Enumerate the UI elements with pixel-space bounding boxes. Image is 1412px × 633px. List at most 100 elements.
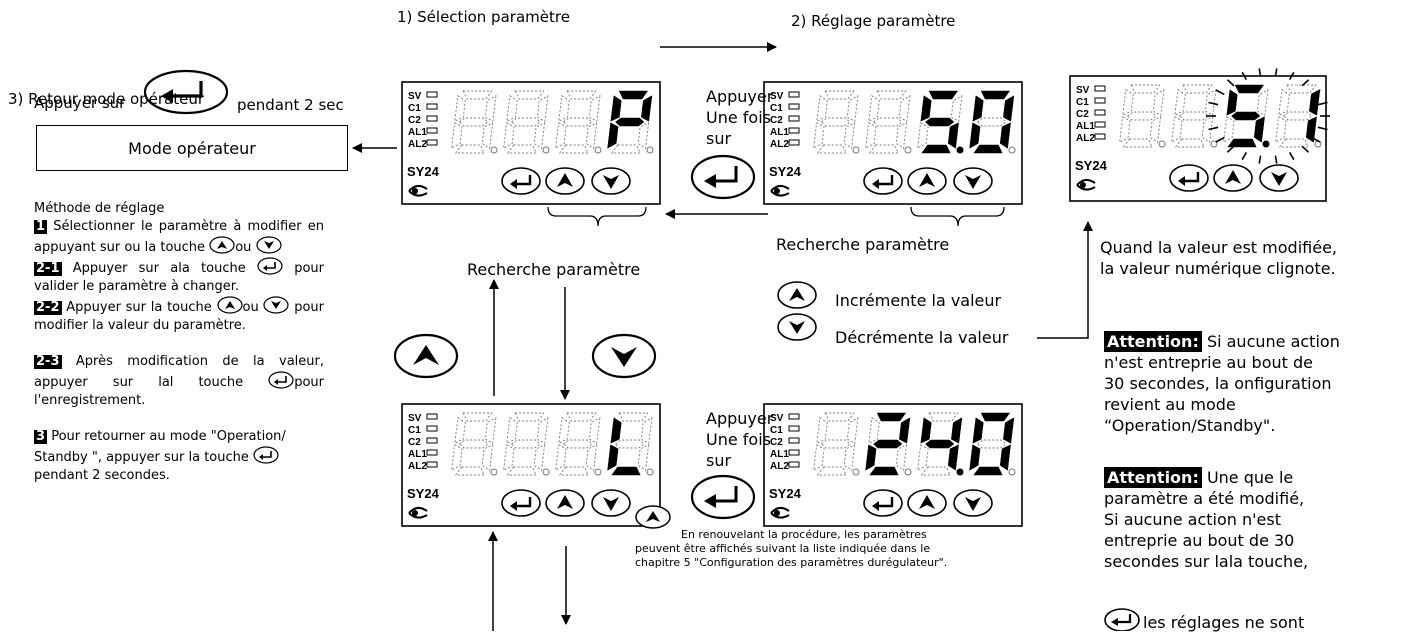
brand-logo-icon [408, 507, 428, 519]
enter-key-icon [143, 69, 229, 115]
attention2-line5: secondes sur lala touche, [1104, 552, 1309, 571]
method-step23-text-a: Après modification de la valeur, appuyer… [34, 354, 324, 390]
blink-note: Quand la valeur est modifiée, la valeur … [1100, 237, 1337, 279]
display-digit-2 [917, 90, 964, 154]
enter-key-icon [253, 446, 279, 464]
display-digit-0 [813, 90, 860, 154]
brand-logo-icon [770, 185, 790, 197]
led-indicator [788, 103, 800, 110]
press-once-top: Appuyer Une fois sur [706, 86, 773, 149]
attention1-line2: n'est entreprie au bout de [1104, 353, 1313, 372]
attention1-line5: “Operation/Standby". [1104, 416, 1276, 435]
method-step21-text-a: Appuyer sur ala touche [72, 261, 246, 276]
led-label: SV [1076, 85, 1090, 96]
press-prefix: Appuyer sur [34, 94, 126, 112]
led-label: AL1 [408, 127, 427, 138]
led-indicator [788, 437, 800, 444]
procedure-note: En renouvelant la procédure, les paramèt… [635, 528, 1055, 570]
led-indicator [788, 127, 800, 134]
step2-label: 2) Réglage paramètre [791, 12, 956, 30]
led-label: SV [770, 91, 784, 102]
operator-mode-label: Mode opérateur [128, 138, 256, 158]
display-digit-2 [555, 412, 602, 476]
display-digit-1 [1171, 84, 1218, 148]
attention-badge: Attention: [1104, 331, 1202, 352]
operator-mode-box: Mode opérateur [36, 125, 348, 171]
attention2-line3: Si aucune action n'est [1104, 510, 1281, 529]
search-param-label-center: Recherche paramètre [467, 260, 641, 279]
led-indicator [788, 449, 800, 456]
display-digit-3 [1275, 84, 1322, 148]
enter-key-icon [501, 167, 541, 195]
led-label: AL2 [770, 139, 789, 150]
brand-logo-icon [408, 185, 428, 197]
display-digit-2 [1223, 84, 1270, 148]
attention1-line4: revient au mode [1104, 395, 1236, 414]
up-key-icon [1213, 164, 1253, 192]
up-key-icon [393, 333, 459, 379]
procedure-note-line2: peuvent être affichés suivant la liste i… [635, 542, 931, 555]
display-digit-0 [1119, 84, 1166, 148]
procedure-note-line3: chapitre 5 "Configuration des paramètres… [635, 556, 948, 569]
led-label: C2 [1076, 109, 1089, 120]
led-indicator [426, 425, 438, 432]
up-key-icon [216, 296, 243, 314]
method-title: Méthode de réglage [34, 201, 165, 216]
led-label: AL2 [408, 139, 427, 150]
step-badge: 2-1 [34, 261, 62, 276]
down-key-icon [953, 489, 993, 517]
led-indicator [788, 139, 800, 146]
display-digit-1 [865, 412, 912, 476]
enter-key-icon [268, 371, 294, 389]
up-key-icon [545, 167, 585, 195]
increment-label: Incrémente la valeur [835, 291, 1002, 310]
led-indicator [426, 461, 438, 468]
press-once-line3: sur [706, 129, 732, 148]
led-indicator [1094, 109, 1106, 116]
up-key-icon [209, 236, 235, 254]
attention2-line1: Une que le [1206, 468, 1294, 487]
step-badge: 3 [34, 429, 48, 444]
blink-note-line1: Quand la valeur est modifiée, [1100, 238, 1337, 257]
press-once-line2: Une fois [706, 108, 771, 127]
led-label: C2 [408, 437, 421, 448]
display-digit-1 [503, 90, 550, 154]
led-label: AL1 [408, 449, 427, 460]
led-indicator [788, 115, 800, 122]
led-indicator [1094, 133, 1106, 140]
model-label: SY24 [769, 486, 802, 501]
enter-key-icon [1169, 164, 1209, 192]
led-label: AL1 [1076, 121, 1095, 132]
enter-key-icon [501, 489, 541, 517]
led-label: C1 [408, 103, 421, 114]
up-key-icon [635, 505, 671, 529]
led-indicator [426, 127, 438, 134]
method-step22-text-a: Appuyer sur la touche [66, 300, 212, 315]
blink-note-line2: la valeur numérique clignote. [1100, 259, 1336, 278]
method-step21-text-b: pour valider le paramètre à changer. [34, 261, 325, 294]
method-step3-text-a: Pour retourner au mode "Operation/ Stand… [34, 429, 286, 465]
led-indicator [426, 91, 438, 98]
led-indicator [788, 91, 800, 98]
led-label: SV [770, 413, 784, 424]
press-once-line1: Appuyer [706, 87, 774, 106]
led-indicator [1094, 121, 1106, 128]
enter-key-icon [1104, 608, 1140, 631]
led-label: C1 [1076, 97, 1089, 108]
led-label: AL2 [1076, 133, 1095, 144]
down-key-icon [1259, 164, 1299, 192]
display-digit-3 [969, 90, 1016, 154]
attention1-line1: Si aucune action [1206, 332, 1340, 351]
display-digit-1 [503, 412, 550, 476]
led-label: AL1 [770, 127, 789, 138]
method-block: Méthode de réglage 1 Sélectionner le par… [34, 200, 324, 485]
attention-note-1: Attention: Si aucune action n'est entrep… [1104, 331, 1340, 436]
model-label: SY24 [769, 164, 802, 179]
press-once-line2: Une fois [706, 430, 771, 449]
down-key-icon [591, 489, 631, 517]
brand-logo-icon [1076, 179, 1096, 191]
